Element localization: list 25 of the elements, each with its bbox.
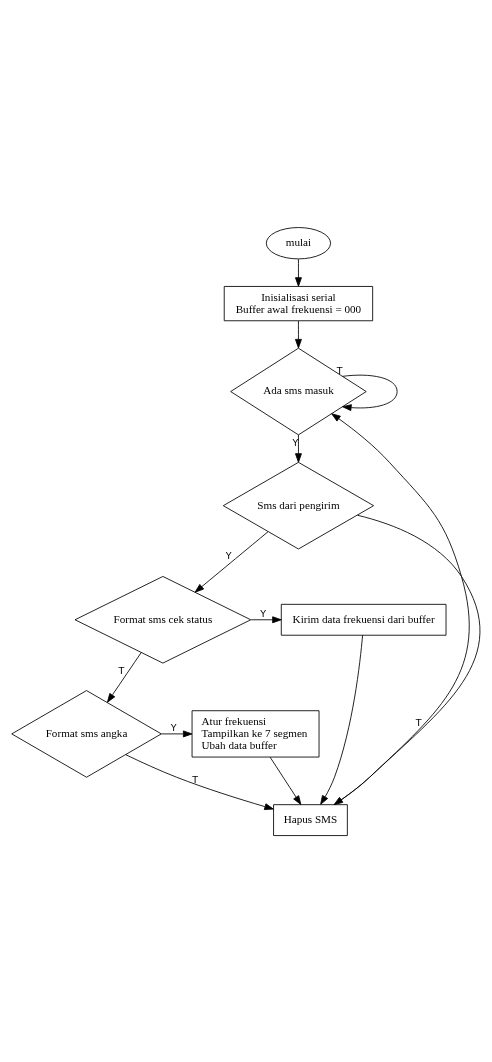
node-diamond: Format sms cek status [74,575,252,664]
arrow [342,374,398,411]
edge-label: T [415,716,422,728]
edge-label: Y [260,607,267,619]
arrow [125,753,274,810]
arrow [295,433,302,463]
edge-label: T [336,364,343,376]
edge-label: T [118,664,125,676]
edge-label: T [192,772,199,784]
node-box: Kirim data frekuensi dari buffer [280,603,447,636]
node-ellipse: mulai [265,226,331,259]
edge-label: Y [170,721,177,733]
arrow [295,320,302,348]
arrow [107,651,142,703]
node-box: Hapus SMS [273,803,348,836]
node-diamond: Sms dari pengirim [222,461,375,549]
arrow [161,729,193,737]
node-box: Inisialisasi serial Buffer awal frekuensi = 000 [223,285,374,321]
arrow [250,615,282,623]
node-box: Atur frekuensi Tampilkan ke 7 segmen Ubah data buffer [191,709,320,757]
arrow [269,756,302,805]
edge-label: Y [225,549,232,561]
arrow [194,530,269,593]
edge-label: Y [292,436,299,448]
arrow [295,258,302,287]
